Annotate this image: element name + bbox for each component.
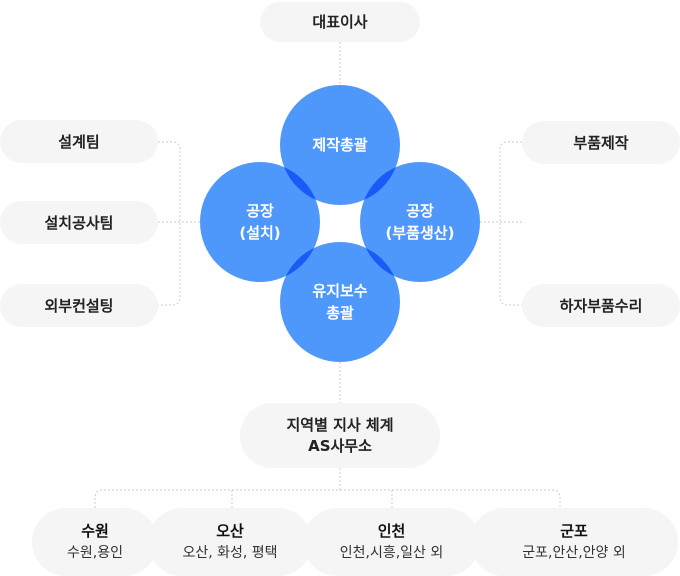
team-label: 부품제작 [573, 133, 629, 152]
team-design: 설계팀 [0, 120, 158, 163]
branch-title: 군포 [560, 522, 588, 540]
branch-title: 수원 [81, 522, 109, 540]
regional-title: 지역별 지사 체계 [286, 415, 394, 434]
branch-areas: 오산, 화성, 평택 [182, 545, 278, 561]
team-label: 설계팀 [58, 132, 100, 151]
ceo-box: 대표이사 [260, 2, 420, 42]
team-label: 외부컨설팅 [44, 296, 114, 315]
branch-title: 오산 [216, 522, 244, 540]
team-label: 하자부품수리 [559, 296, 643, 315]
regional-subtitle: AS사무소 [308, 436, 372, 455]
team-defect-repair: 하자부품수리 [522, 284, 680, 327]
branch-areas: 수원,용인 [67, 545, 123, 561]
regional-office-box: 지역별 지사 체계 AS사무소 [240, 403, 440, 468]
branch-areas: 인천,시흥,일산 외 [339, 545, 444, 561]
team-installation: 설치공사팀 [0, 201, 158, 244]
branch-title: 인천 [377, 522, 406, 540]
team-label: 설치공사팀 [44, 213, 114, 232]
circle-production-label: 제작총괄 [312, 136, 368, 154]
ceo-label: 대표이사 [312, 13, 368, 31]
circle-factory-parts-label: 공장(부품생산) [385, 202, 455, 242]
team-parts-manufacturing: 부품제작 [522, 121, 680, 164]
team-consulting: 외부컨설팅 [0, 284, 158, 327]
circle-factory-install-label: 공장(설치) [239, 202, 281, 242]
branch-areas: 군포,안산,안양 외 [522, 545, 626, 561]
